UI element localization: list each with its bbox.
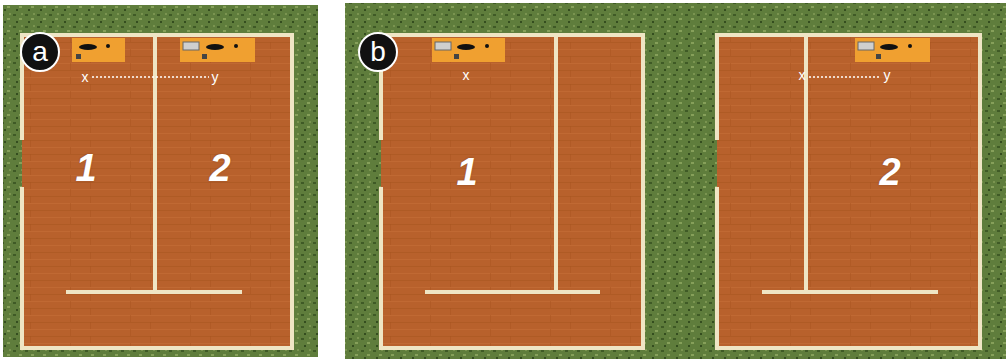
room-number: 2 (209, 149, 230, 187)
room-number: 1 (456, 153, 477, 191)
panel-badge: a (20, 32, 60, 72)
room-number: 1 (75, 149, 96, 187)
point-label: x (463, 68, 470, 82)
panel-badge: b (358, 32, 398, 72)
desk (72, 38, 255, 62)
desk (855, 38, 930, 62)
panel-letter: b (370, 38, 386, 66)
distance-line (92, 76, 209, 78)
desk (432, 38, 505, 62)
distance-line (809, 76, 881, 78)
room-number: 2 (879, 153, 900, 191)
house (22, 35, 292, 348)
panel-letter: a (32, 38, 48, 66)
point-label: x (82, 70, 89, 84)
grass (3, 5, 318, 357)
point-label: y (212, 70, 219, 84)
point-label: y (884, 68, 891, 82)
house (717, 35, 980, 348)
house (381, 35, 643, 348)
grass (345, 3, 1006, 359)
point-label: x (799, 68, 806, 82)
